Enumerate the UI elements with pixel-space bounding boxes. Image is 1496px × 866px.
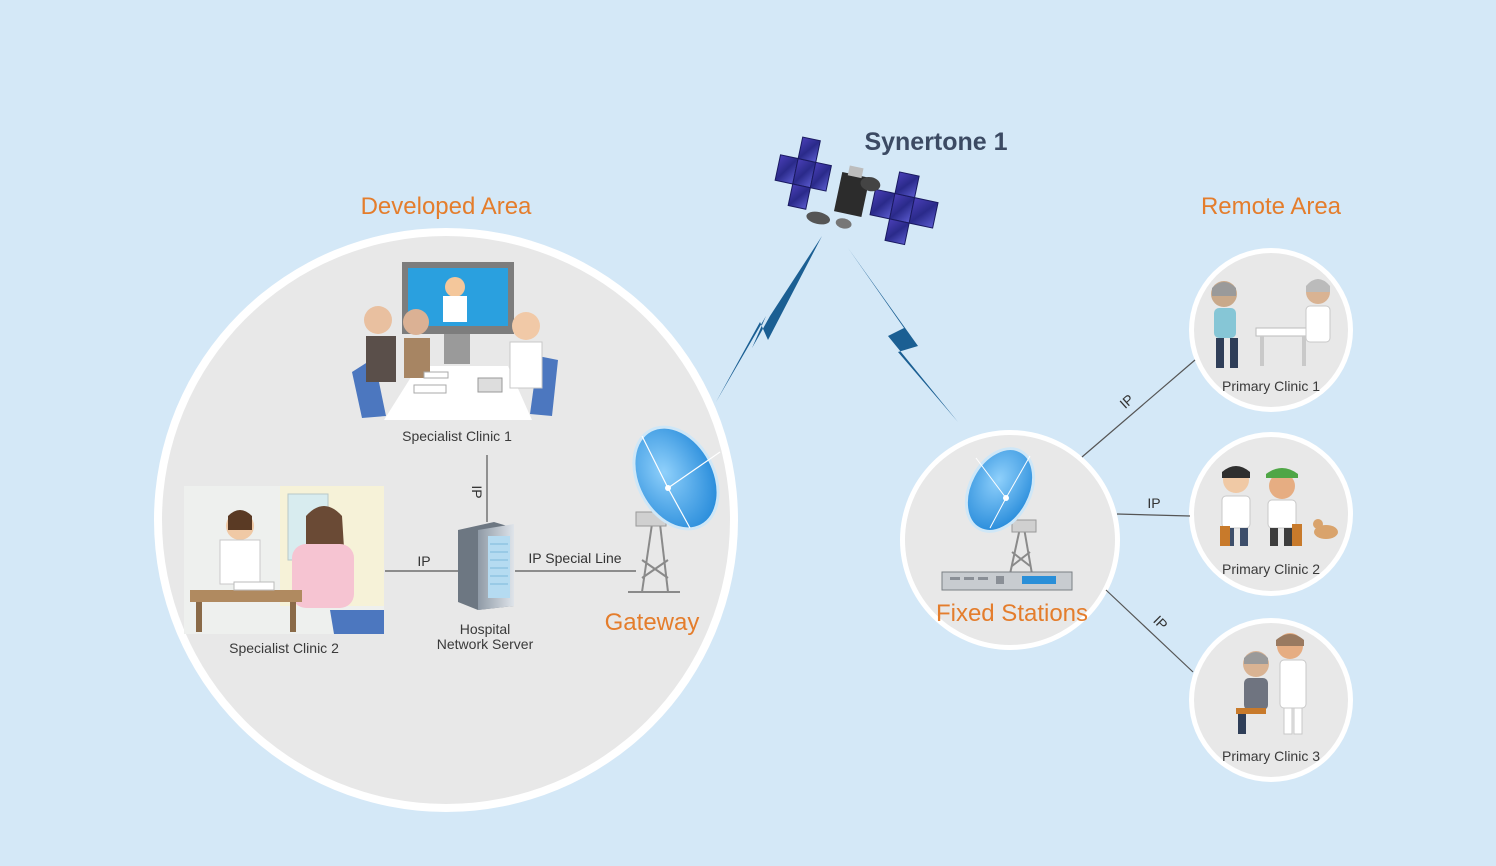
server-label-line1: Hospital <box>460 621 511 637</box>
primary-clinic-1-illustration <box>1211 279 1331 368</box>
primary-clinic-1-label: Primary Clinic 1 <box>1222 378 1320 394</box>
lightning-uplink-icon <box>716 236 822 402</box>
specialist-clinic-2-illustration <box>184 486 384 634</box>
specialist-clinic-2-label: Specialist Clinic 2 <box>229 640 339 656</box>
primary-clinic-3-node[interactable] <box>1189 618 1353 782</box>
primary-clinic-2-illustration <box>1220 466 1338 546</box>
satellite-title: Synertone 1 <box>864 128 1007 156</box>
ip-special-line-label: IP Special Line <box>528 550 621 566</box>
gateway-label: Gateway <box>605 609 700 636</box>
fixed-stations-label: Fixed Stations <box>936 600 1088 627</box>
satellite-icon <box>774 136 939 246</box>
ip-link-left-label: IP <box>417 553 430 569</box>
specialist-clinic-1-label: Specialist Clinic 1 <box>402 428 512 444</box>
ip-link-clinic-3-label: IP <box>1150 612 1171 633</box>
developed-area-title: Developed Area <box>361 193 532 220</box>
ip-link-vertical-label: IP <box>469 485 485 498</box>
remote-area-title: Remote Area <box>1201 193 1342 220</box>
primary-clinic-3-label: Primary Clinic 3 <box>1222 748 1320 764</box>
specialist-clinic-1-illustration <box>352 262 558 420</box>
server-label-line2: Network Server <box>437 636 534 652</box>
ip-link-clinic-1-label: IP <box>1116 391 1137 412</box>
fixed-stations-node[interactable] <box>900 430 1120 650</box>
server-icon <box>458 522 514 610</box>
gateway-dish-icon <box>628 425 721 593</box>
lightning-downlink-icon <box>848 248 958 422</box>
ip-link-clinic-2-label: IP <box>1147 495 1160 511</box>
primary-clinic-2-label: Primary Clinic 2 <box>1222 561 1320 577</box>
fixed-station-dish-icon <box>941 447 1073 591</box>
connection-lines <box>385 359 1196 673</box>
primary-clinic-3-illustration <box>1236 633 1307 735</box>
